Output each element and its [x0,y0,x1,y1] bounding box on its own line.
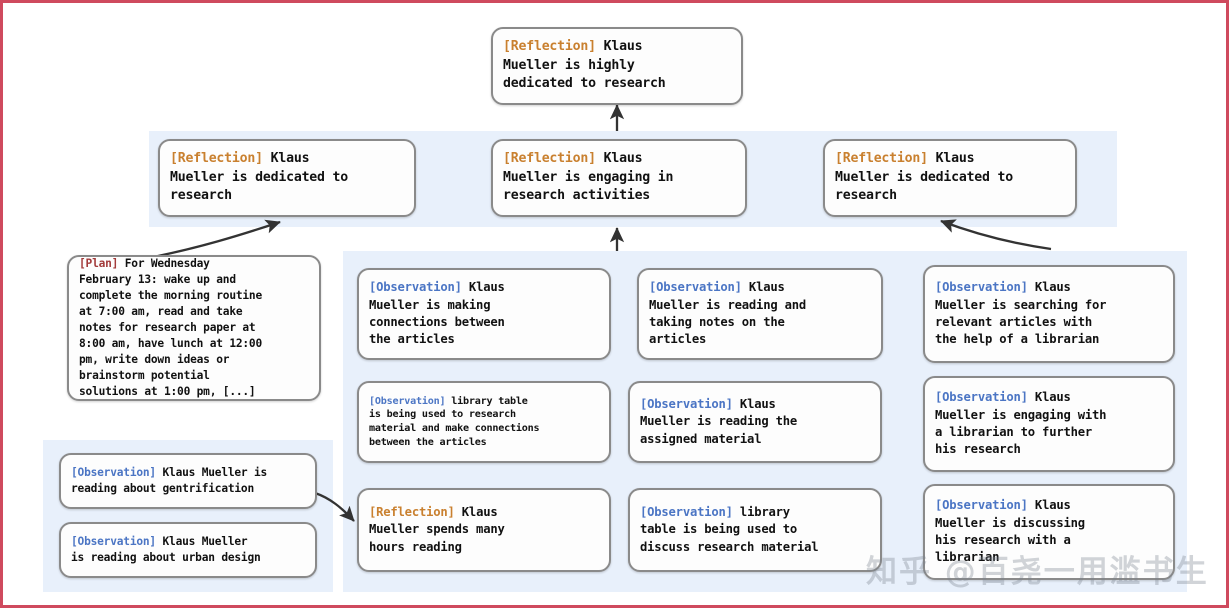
node-body: Klaus Mueller is reading and taking note… [649,280,807,347]
node-body: library table is being used to research … [369,395,540,448]
node-body: Klaus Mueller is engaging with a librari… [935,390,1107,457]
node-body: Klaus Mueller is engaging in research ac… [503,150,674,204]
node-text: [Reflection] Klaus Mueller is dedicated … [160,150,414,206]
tag-observation: [Observation] [935,498,1028,513]
node-body: Klaus Mueller is searching for relevant … [935,280,1107,347]
node-text: [Observation] Klaus Mueller is reading t… [630,396,880,448]
tag-observation: [Observation] [369,395,446,407]
tag-observation: [Observation] [935,390,1028,405]
node-col4-observation-engaging-librarian[interactable]: [Observation] Klaus Mueller is engaging … [923,376,1175,472]
node-body: Klaus Mueller is reading about urban des… [71,535,261,564]
node-text: [Observation] Klaus Mueller is reading a… [639,279,881,348]
node-col2-observation-library-table[interactable]: [Observation] library table is being use… [357,381,611,463]
node-text: [Observation] library table is being use… [630,504,880,556]
tag-reflection: [Reflection] [369,505,455,519]
node-text: [Observation] Klaus Mueller is discussin… [925,497,1173,566]
node-observation-urban-design[interactable]: [Observation] Klaus Mueller is reading a… [59,522,317,578]
node-body: Klaus Mueller is discussing his research… [935,498,1085,565]
node-text: [Reflection] Klaus Mueller is engaging i… [493,150,745,206]
node-text: [Reflection] Klaus Mueller is dedicated … [825,150,1075,206]
tag-reflection: [Reflection] [835,150,928,166]
node-body: Klaus Mueller is reading about gentrific… [71,466,268,495]
node-body: Klaus Mueller is highly dedicated to res… [503,38,666,92]
node-reflection-right[interactable]: [Reflection] Klaus Mueller is dedicated … [823,139,1077,217]
tag-plan: [Plan] [79,257,119,271]
tag-observation: [Observation] [935,280,1028,295]
node-body: Klaus Mueller spends many hours reading [369,505,505,554]
tag-observation: [Observation] [640,505,733,519]
node-col3-observation-taking-notes[interactable]: [Observation] Klaus Mueller is reading a… [637,268,883,360]
node-plan[interactable]: [Plan] For Wednesday February 13: wake u… [67,255,321,401]
node-col3-observation-discuss-material[interactable]: [Observation] library table is being use… [628,488,882,572]
tag-reflection: [Reflection] [170,150,263,166]
node-text: [Observation] Klaus Mueller is reading a… [61,534,315,566]
node-root-reflection[interactable]: [Reflection] Klaus Mueller is highly ded… [491,27,743,105]
tag-observation: [Observation] [640,397,733,411]
tag-observation: [Observation] [369,280,462,295]
tag-reflection: [Reflection] [503,150,596,166]
node-col3-observation-assigned-material[interactable]: [Observation] Klaus Mueller is reading t… [628,381,882,463]
node-reflection-center[interactable]: [Reflection] Klaus Mueller is engaging i… [491,139,747,217]
node-col2-reflection-hours-reading[interactable]: [Reflection] Klaus Mueller spends many h… [357,488,611,572]
node-text: [Observation] Klaus Mueller is reading a… [61,465,315,497]
tag-reflection: [Reflection] [503,38,596,54]
node-text: [Observation] Klaus Mueller is making co… [359,279,609,348]
node-body: Klaus Mueller is dedicated to research [170,150,349,204]
node-col2-observation-connections[interactable]: [Observation] Klaus Mueller is making co… [357,268,611,360]
node-body: Klaus Mueller is dedicated to research [835,150,1014,204]
tag-observation: [Observation] [71,466,156,480]
node-text: [Observation] Klaus Mueller is engaging … [925,389,1173,458]
node-observation-gentrification[interactable]: [Observation] Klaus Mueller is reading a… [59,453,317,509]
node-body: library table is being used to discuss r… [640,505,819,554]
tag-observation: [Observation] [71,535,156,549]
tag-observation: [Observation] [649,280,742,295]
watermark-text: 知乎 @百尧一用滥书生 [866,554,1209,590]
node-text: [Observation] library table is being use… [359,395,609,450]
node-text: [Observation] Klaus Mueller is searching… [925,279,1173,348]
node-text: [Reflection] Klaus Mueller spends many h… [359,504,609,556]
node-text: [Reflection] Klaus Mueller is highly ded… [493,38,741,94]
node-col4-observation-searching-articles[interactable]: [Observation] Klaus Mueller is searching… [923,265,1175,363]
node-body: Klaus Mueller is reading the assigned ma… [640,397,798,446]
node-text: [Plan] For Wednesday February 13: wake u… [69,257,319,399]
node-body: For Wednesday February 13: wake up and c… [79,257,262,398]
node-col4-observation-discussing-research[interactable]: [Observation] Klaus Mueller is discussin… [923,484,1175,580]
node-body: Klaus Mueller is making connections betw… [369,280,505,347]
arrow-plan-to-left-reflection [152,219,281,259]
node-reflection-left[interactable]: [Reflection] Klaus Mueller is dedicated … [158,139,416,217]
